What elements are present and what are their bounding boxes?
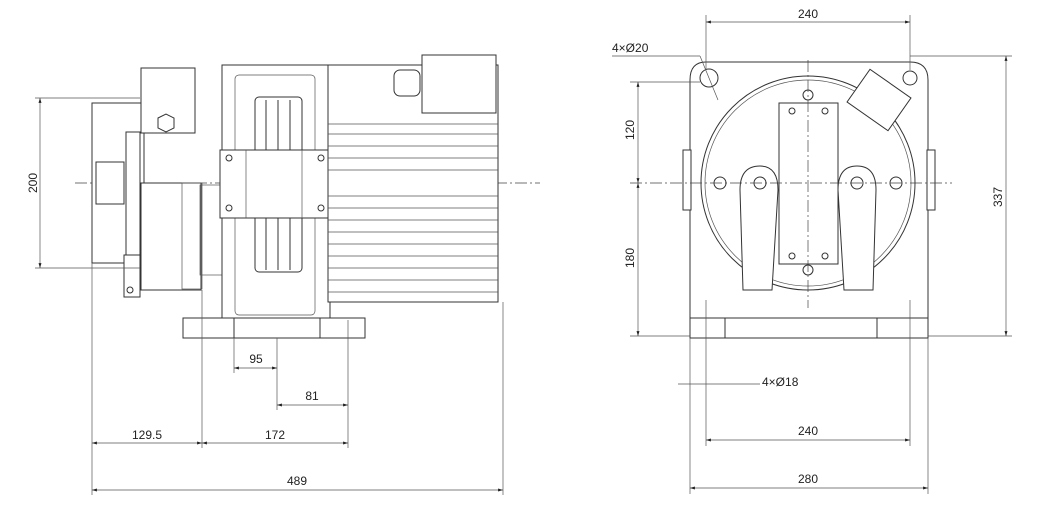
cable-gland: [157, 113, 175, 133]
dim-bottom-240: 240: [798, 424, 818, 438]
dim-120: 120: [623, 120, 637, 140]
dim-200: 200: [26, 173, 40, 193]
front-view: 240 4×Ø20 120 180 337 4×Ø18 240 280: [612, 7, 1012, 494]
terminal-box: [421, 54, 497, 114]
cooling-fins: [328, 123, 498, 293]
dim-180: 180: [623, 248, 637, 268]
encoder-cap: [95, 161, 125, 205]
brake-arm-right: [837, 165, 877, 291]
dim-489: 489: [287, 474, 307, 488]
dim-81: 81: [305, 389, 319, 403]
dim-280: 280: [798, 472, 818, 486]
mounting-hole: [902, 70, 918, 86]
center-plate: [778, 102, 839, 265]
dim-172: 172: [265, 428, 285, 442]
bearing-block: [219, 149, 329, 219]
side-view: 200 95 81 129.5 172 489: [26, 54, 540, 495]
dim-top-240: 240: [798, 7, 818, 21]
foot-lug: [123, 254, 141, 298]
dim-337: 337: [991, 187, 1005, 207]
brake-disc: [140, 182, 202, 291]
dim-holes-base: 4×Ø18: [762, 375, 799, 389]
brake-arm-left: [739, 165, 779, 291]
dim-holes-top: 4×Ø20: [612, 41, 649, 55]
dim-129-5: 129.5: [132, 428, 162, 442]
dim-95: 95: [249, 352, 263, 366]
micro-switch-box: [846, 68, 912, 132]
cable-gland: [393, 69, 421, 97]
